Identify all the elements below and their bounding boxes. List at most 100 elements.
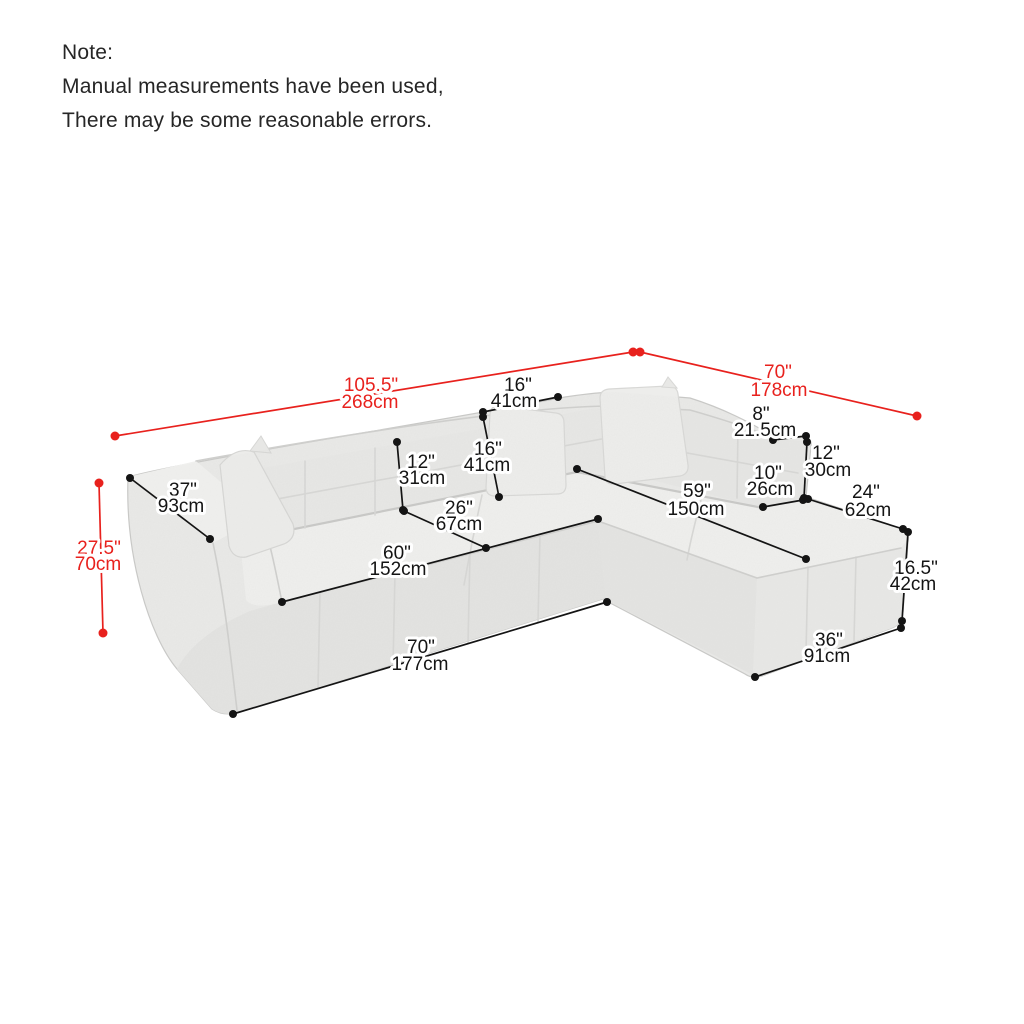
dimension-line <box>281 518 599 603</box>
dimension-cm-label: 177cm <box>391 654 448 675</box>
dimension-inches-label: 59" <box>683 481 711 502</box>
dimension-line <box>901 531 909 622</box>
dimension-cm-label: 268cm <box>341 392 398 413</box>
dimension-inches-label: 12" <box>812 443 840 464</box>
dimension-endpoint-dot <box>769 436 777 444</box>
dimension-inches-label: 60" <box>383 543 411 564</box>
dimension-endpoint-dot <box>206 535 214 543</box>
dimension-endpoint-dot <box>278 598 286 606</box>
dimension-endpoint-dot <box>804 495 812 503</box>
dimension-inches-label: 16" <box>474 439 502 460</box>
dimension-cm-label: 26cm <box>747 479 793 500</box>
dimension-inches-label: 10" <box>754 463 782 484</box>
dimension-endpoint-dot <box>802 432 810 440</box>
dimension-cm-label: 152cm <box>369 559 426 580</box>
dimension-endpoint-dot <box>803 438 811 446</box>
dimension-right-back-height: 12"30cm <box>800 438 854 502</box>
note-line-2: There may be some reasonable errors. <box>62 109 433 132</box>
dimension-line <box>754 627 902 678</box>
dimension-endpoint-dot <box>126 474 134 482</box>
dimension-cm-label: 150cm <box>667 499 724 520</box>
dimension-endpoint-dot <box>110 431 120 441</box>
dimension-inches-label: 36" <box>815 630 843 651</box>
dimension-line <box>403 510 487 549</box>
dimension-cm-label: 93cm <box>158 496 204 517</box>
dimension-endpoint-dot <box>94 478 104 488</box>
dimension-endpoint-dot <box>229 710 237 718</box>
dimension-endpoint-dot <box>759 503 767 511</box>
note-heading: Note: <box>62 41 114 64</box>
dimension-cm-label: 21.5cm <box>734 420 796 441</box>
dimension-endpoint-dot <box>897 624 905 632</box>
dimension-line <box>98 482 104 634</box>
dimension-endpoint-dot <box>495 493 503 501</box>
dimension-cm-label: 42cm <box>890 574 936 595</box>
dimension-line <box>482 396 559 413</box>
dimension-line <box>129 477 211 540</box>
dimension-seat-depth: 26"67cm <box>400 495 490 552</box>
dimension-inches-label: 24" <box>852 482 880 503</box>
dimension-chaise-bottom-width: 36"91cm <box>751 624 905 681</box>
dimension-overall-height: 27.5"70cm <box>72 478 124 638</box>
dimension-endpoint-dot <box>594 515 602 523</box>
dimension-endpoint-dot <box>912 411 922 421</box>
dimension-overall-depth: 70"178cm <box>635 347 922 421</box>
dimension-line <box>232 601 608 715</box>
dimension-back-top-depth: 16"41cm <box>479 372 562 416</box>
dimension-annotations: 105.5"268cm70"178cm27.5"70cm16"41cm16"41… <box>72 347 941 718</box>
dimension-line <box>772 435 807 441</box>
dimension-inches-label: 8" <box>752 404 769 425</box>
dimension-line <box>482 416 500 498</box>
dimension-endpoint-dot <box>904 528 912 536</box>
dimension-backrest-height: 12"31cm <box>393 438 448 514</box>
dimension-endpoint-dot <box>98 628 108 638</box>
dimension-right-arm-depth: 10"26cm <box>744 460 807 511</box>
dimension-sofa-front-width: 70"177cm <box>229 598 611 718</box>
dimension-inches-label: 37" <box>169 480 197 501</box>
dimension-seat-width: 60"152cm <box>278 515 602 606</box>
dimension-cm-label: 31cm <box>399 468 445 489</box>
dimension-endpoint-dot <box>573 465 581 473</box>
dimension-chaise-height: 16.5"42cm <box>887 528 941 625</box>
note-line-1: Manual measurements have been used, <box>62 75 444 98</box>
dimension-endpoint-dot <box>554 393 562 401</box>
dimension-line <box>639 351 918 417</box>
dimension-line <box>762 499 804 508</box>
dimension-inches-label: 70" <box>407 637 435 658</box>
dimension-inches-label: 16" <box>504 375 532 396</box>
dimension-endpoint-dot <box>400 507 408 515</box>
dimension-endpoint-dot <box>751 673 759 681</box>
dimension-inches-label: 12" <box>407 452 435 473</box>
dimension-cm-label: 70cm <box>75 554 121 575</box>
dimension-inches-label: 105.5" <box>344 375 398 396</box>
dimension-left-arm-depth: 37"93cm <box>126 474 214 543</box>
dimension-back-pillow: 16"41cm <box>461 413 513 501</box>
dimension-endpoint-dot <box>898 617 906 625</box>
dimension-cm-label: 41cm <box>491 391 537 412</box>
dimension-endpoint-dot <box>635 347 645 357</box>
dimension-endpoint-dot <box>479 413 487 421</box>
dimension-endpoint-dot <box>603 598 611 606</box>
dimension-line <box>396 441 404 511</box>
dimension-line <box>803 441 808 499</box>
dimension-line <box>114 351 634 437</box>
dimension-cm-label: 91cm <box>804 646 850 667</box>
dimension-corner-back-top: 8"21.5cm <box>731 401 810 444</box>
dimension-inches-label: 70" <box>764 362 792 383</box>
dimension-inches-label: 16.5" <box>894 558 938 579</box>
note: Note: Manual measurements have been used… <box>62 36 444 138</box>
dimension-inches-label: 27.5" <box>77 538 121 559</box>
dimension-chaise-length: 59"150cm <box>573 465 810 563</box>
sofa-illustration <box>127 376 910 715</box>
dimension-endpoint-dot <box>802 555 810 563</box>
dimension-cm-label: 41cm <box>464 455 510 476</box>
dimension-line <box>576 468 807 560</box>
dimension-endpoint-dot <box>628 347 638 357</box>
dimension-cm-label: 30cm <box>805 460 851 481</box>
dimension-line <box>807 498 904 530</box>
dimension-inches-label: 26" <box>445 498 473 519</box>
dimension-cm-label: 62cm <box>845 500 891 521</box>
dimension-cm-label: 67cm <box>436 514 482 535</box>
